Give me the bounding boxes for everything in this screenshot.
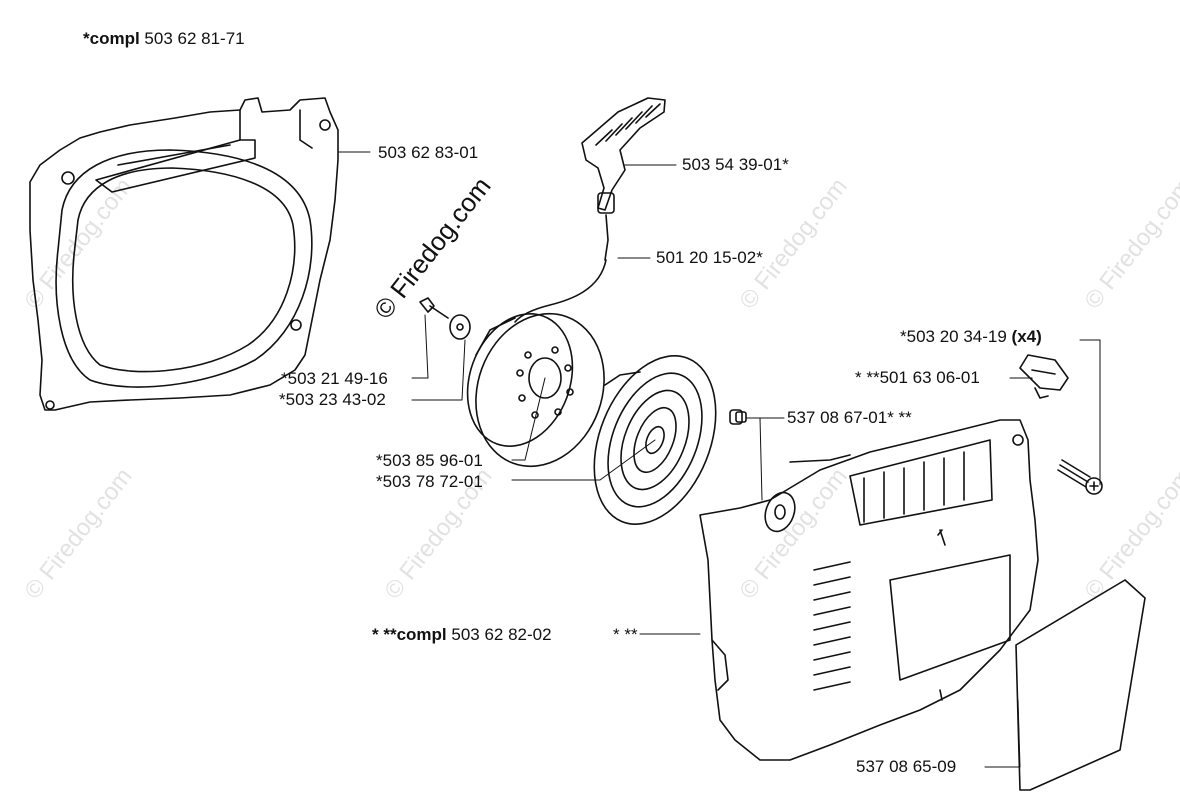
leader-lines — [337, 151, 1101, 768]
label-grommet: * **501 63 06-01 — [855, 368, 980, 387]
label-starter-cover-number: 503 62 82-02 — [446, 625, 552, 644]
label-cover-screw-qty: (x4) — [1011, 327, 1042, 346]
label-starter-rope: 501 20 15-02* — [656, 248, 763, 267]
starter-pulley-part — [466, 312, 605, 468]
starter-cover-part — [699, 419, 1039, 761]
label-sticker-part — [1015, 579, 1146, 791]
label-starter-cover-prefix: * ** — [372, 625, 397, 644]
label-screw: *503 21 49-16 — [281, 369, 388, 388]
recoil-spring-part — [593, 355, 717, 525]
grommet-part — [1019, 354, 1069, 399]
label-cover-screw: *503 20 34-19 (x4) — [900, 327, 1042, 347]
label-spring: *503 78 72-01 — [376, 472, 483, 491]
shaft-washer-part — [764, 491, 796, 533]
cover-screw-part — [1057, 459, 1103, 495]
assembly-header: *compl 503 62 81-71 — [83, 29, 245, 49]
label-washer: *503 23 43-02 — [279, 390, 386, 409]
starter-handle-part — [581, 97, 666, 261]
assembly-header-number: 503 62 81-71 — [144, 29, 245, 48]
label-bushing: 537 08 67-01* ** — [787, 408, 912, 427]
label-starter-cover: * **compl 503 62 82-02 — [372, 625, 552, 645]
label-cover-screw-number: *503 20 34-19 — [900, 327, 1012, 346]
label-pulley: *503 85 96-01 — [376, 451, 483, 470]
label-sticker: 537 08 65-09 — [856, 757, 957, 776]
screw-washer-part — [419, 297, 471, 340]
bushing-part — [729, 409, 747, 425]
assembly-header-prefix: *compl — [83, 29, 140, 48]
fan-housing-part — [29, 97, 339, 411]
label-starter-cover-tail: * ** — [613, 625, 638, 644]
label-fan-housing: 503 62 83-01 — [378, 143, 479, 162]
label-starter-cover-compl: compl — [396, 625, 447, 644]
label-starter-handle: 503 54 39-01* — [682, 155, 789, 174]
starter-rope-part — [514, 259, 607, 323]
